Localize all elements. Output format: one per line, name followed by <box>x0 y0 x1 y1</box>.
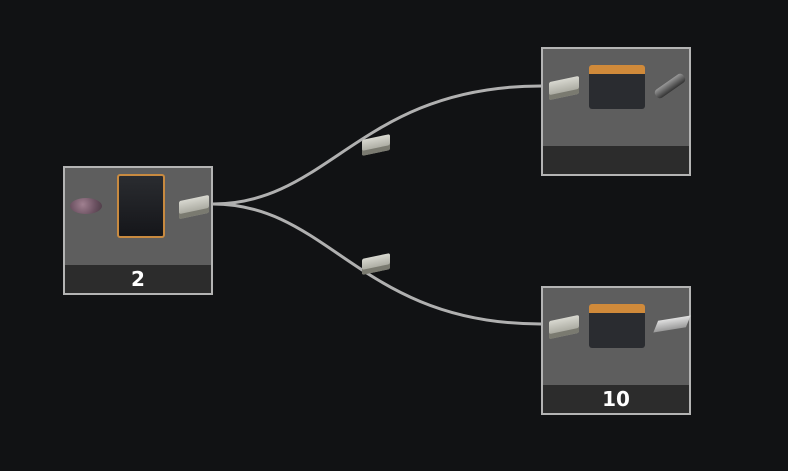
iron-ingot-icon <box>179 194 209 220</box>
node-smelter[interactable]: 2 <box>63 166 213 295</box>
node-constructor-plate[interactable]: 10 <box>541 286 691 415</box>
iron-plate-icon <box>653 315 691 333</box>
iron-ore-icon <box>70 198 102 214</box>
iron-rod-icon <box>653 72 687 100</box>
constructor-icon <box>589 304 645 348</box>
node-count: 10 <box>543 385 689 413</box>
node-constructor-rod[interactable] <box>541 47 691 176</box>
iron-ingot-icon <box>549 314 579 340</box>
constructor-icon <box>589 65 645 109</box>
node-count: 2 <box>65 265 211 293</box>
edge-smelter-to-rod[interactable] <box>212 84 542 206</box>
iron-ingot-icon <box>549 75 579 101</box>
smelter-icon <box>117 174 165 238</box>
edge-smelter-to-plate[interactable] <box>212 202 542 326</box>
node-count <box>543 146 689 174</box>
